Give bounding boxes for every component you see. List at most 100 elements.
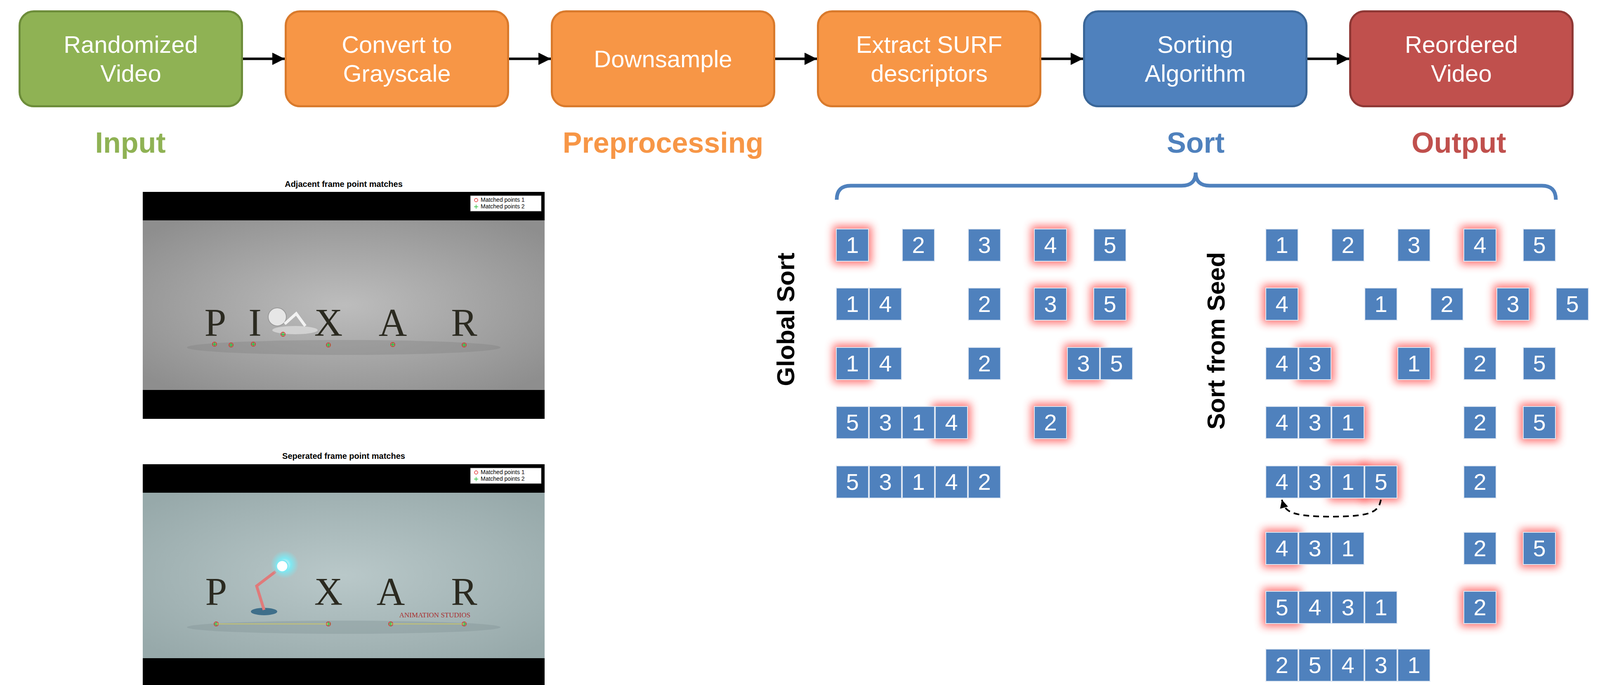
frame-number: 4 xyxy=(1275,410,1289,435)
marker-plus xyxy=(474,476,479,482)
frame-number: 1 xyxy=(1407,653,1421,677)
highlight-glow xyxy=(1361,462,1401,502)
frame-number: 3 xyxy=(1506,292,1520,316)
frame-box: 4 xyxy=(1298,590,1332,624)
frame-box: 5 xyxy=(835,405,869,439)
frame-box: 2 xyxy=(967,465,1001,499)
frame-image-2 xyxy=(142,464,545,685)
box-label: Convert to Grayscale xyxy=(310,30,484,88)
frame-box: 3 xyxy=(868,405,902,439)
box-label: Randomized Video xyxy=(44,30,218,88)
flow-arrow xyxy=(1307,57,1350,61)
sort-bracket xyxy=(836,172,1556,200)
frame-number: 3 xyxy=(1374,653,1388,677)
stage-label: Input xyxy=(94,127,166,159)
frame-ground xyxy=(142,492,545,659)
frame-number: 2 xyxy=(1440,292,1454,316)
frame-box: 5 xyxy=(1265,590,1299,624)
frame-number: 4 xyxy=(944,410,958,435)
frame-box: 5 xyxy=(1555,287,1589,321)
frame-box: 2 xyxy=(1265,648,1299,682)
stage-label: Preprocessing xyxy=(562,127,764,159)
letterbox xyxy=(142,191,545,419)
highlight-glow xyxy=(1262,587,1302,627)
frame-box: 1 xyxy=(901,465,935,499)
frame-box: 3 xyxy=(1496,287,1530,321)
frame-box: 2 xyxy=(1331,228,1365,262)
frame-number: 2 xyxy=(1473,470,1487,494)
frame-number: 4 xyxy=(1275,536,1289,560)
frame-box: 5 xyxy=(1522,346,1556,380)
lamp-light xyxy=(270,550,299,579)
frame-number: 2 xyxy=(911,233,925,257)
frame-box: 2 xyxy=(1463,531,1497,565)
frame-box: 3 xyxy=(1298,465,1332,499)
logo-letter: R xyxy=(450,301,477,345)
highlight-glow xyxy=(1031,284,1070,324)
frame-number: 1 xyxy=(1374,595,1388,619)
frame-number: 3 xyxy=(1308,536,1322,560)
highlight-glow xyxy=(1031,403,1070,442)
frame-number: 2 xyxy=(977,292,991,316)
logo-letter: X xyxy=(314,301,343,345)
frame-box: 1 xyxy=(1331,405,1365,439)
legend-item: Matched points 2 xyxy=(473,475,525,482)
frame-box: 2 xyxy=(967,346,1001,380)
frame-box: 3 xyxy=(1066,346,1100,380)
legend-text: Matched points 2 xyxy=(480,203,525,210)
highlight-glow xyxy=(1262,528,1302,568)
frame-box: 1 xyxy=(901,405,935,439)
logo-letter: P xyxy=(204,301,227,345)
marker-circle xyxy=(474,470,478,475)
process-box: Randomized Video xyxy=(18,10,244,108)
logo-letter: A xyxy=(378,301,408,345)
frame-number: 2 xyxy=(1473,595,1487,619)
frame-box: 5 xyxy=(1522,531,1556,565)
frame-number: 1 xyxy=(845,351,859,376)
frame-box: 4 xyxy=(1463,228,1497,262)
highlight-layer xyxy=(833,225,1559,627)
frame-box: 1 xyxy=(835,346,869,380)
frame-box: 3 xyxy=(1298,405,1332,439)
frame-box: 4 xyxy=(934,465,968,499)
highlight-glow xyxy=(1460,225,1500,265)
frame-number: 5 xyxy=(845,470,859,494)
frame-box: 3 xyxy=(1331,590,1365,624)
frame-number: 5 xyxy=(845,410,859,435)
frame-number: 4 xyxy=(878,292,892,316)
highlight-glow xyxy=(1064,344,1103,383)
frame-box: 4 xyxy=(1331,648,1365,682)
logo-letter: R xyxy=(450,570,477,614)
flow-arrow xyxy=(243,57,285,61)
method-label: Sort from Seed xyxy=(1202,252,1230,430)
box-label: Sorting Algorithm xyxy=(1108,30,1282,88)
highlight-glow xyxy=(932,403,971,442)
frame-number: 1 xyxy=(1407,351,1421,376)
highlight-glow xyxy=(833,344,872,383)
frame-number: 1 xyxy=(1275,233,1289,257)
lamp-head xyxy=(276,560,288,572)
legend-marker xyxy=(473,476,479,482)
image-title: Adjacent frame point matches xyxy=(284,179,403,189)
frame-image-1 xyxy=(142,191,545,419)
image-title: Seperated frame point matches xyxy=(282,451,406,461)
frame-number: 5 xyxy=(1532,351,1546,376)
frame-number: 2 xyxy=(1473,351,1487,376)
legend-item: Matched points 1 xyxy=(473,196,525,203)
logo-letter: A xyxy=(376,570,406,614)
frame-number: 2 xyxy=(1043,410,1057,435)
floor-shadow xyxy=(186,620,501,634)
logo-subtitle: ANIMATION STUDIOS xyxy=(399,611,471,620)
highlight-glow xyxy=(1519,528,1559,568)
legend-text: Matched points 1 xyxy=(480,469,525,476)
method-label: Global Sort xyxy=(772,252,800,386)
frame-box: 1 xyxy=(1364,287,1398,321)
frame-box: 5 xyxy=(1522,405,1556,439)
frame-number: 3 xyxy=(878,470,892,494)
flow-arrow xyxy=(775,57,817,61)
lamp-ball xyxy=(268,307,287,326)
frame-number: 5 xyxy=(1565,292,1579,316)
frame-box: 3 xyxy=(1298,531,1332,565)
frame-box: 1 xyxy=(835,287,869,321)
